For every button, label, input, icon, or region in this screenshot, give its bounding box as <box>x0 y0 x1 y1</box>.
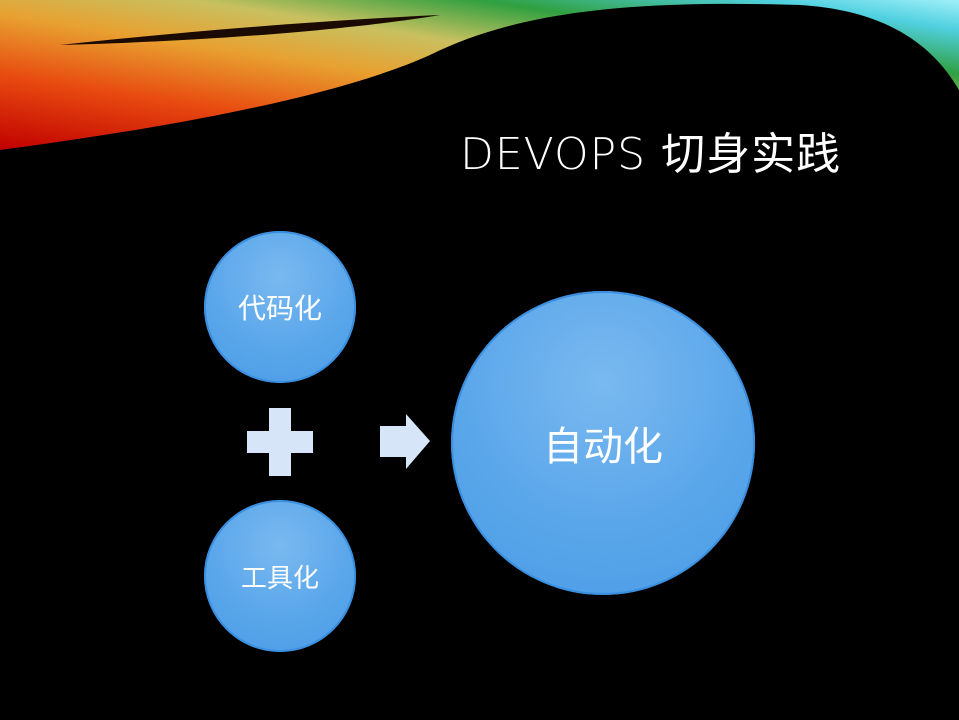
slide-title: DEVOPS 切身实践 <box>460 129 842 180</box>
circle-automation: 自动化 <box>451 291 755 595</box>
arrow-right-icon <box>380 414 430 469</box>
circle-label: 自动化 <box>543 424 663 470</box>
circle-codify: 代码化 <box>204 231 356 383</box>
decorative-swoosh-banner <box>0 0 959 150</box>
circle-label: 工具化 <box>240 563 319 594</box>
plus-icon <box>247 408 313 476</box>
circle-tooling: 工具化 <box>204 500 356 652</box>
circle-label: 代码化 <box>237 292 322 325</box>
